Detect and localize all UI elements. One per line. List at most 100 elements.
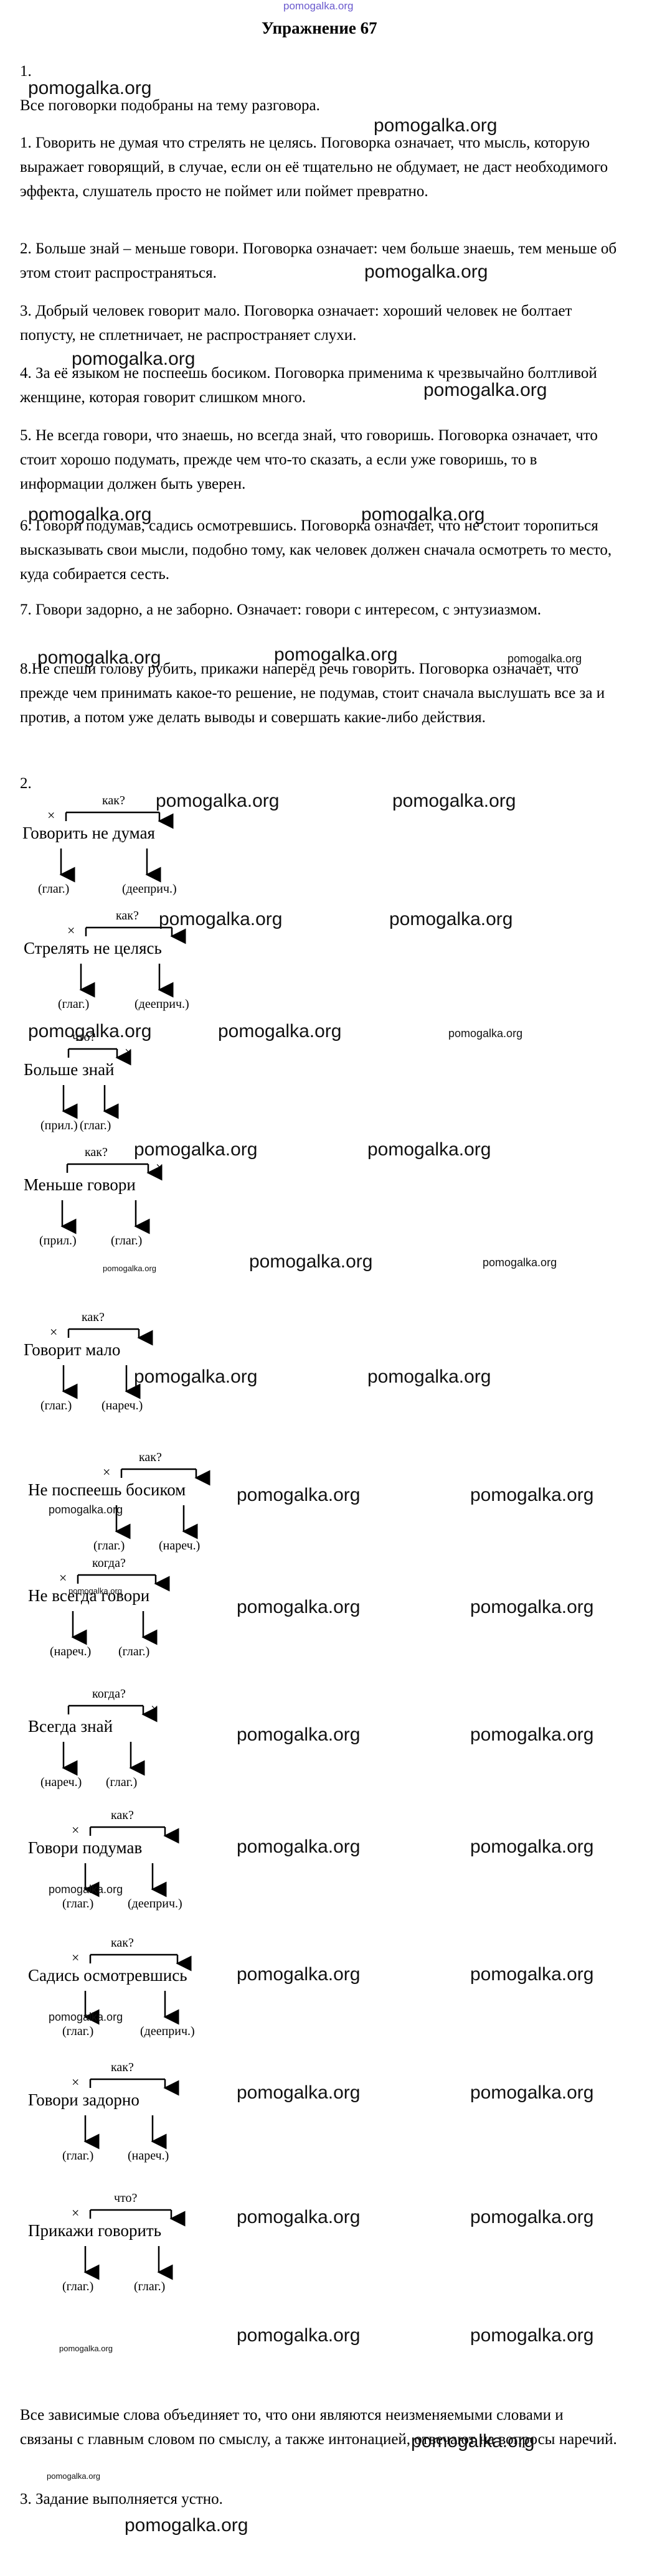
watermark: pomogalka.org (470, 1964, 594, 1985)
watermark: pomogalka.org (411, 2431, 535, 2451)
main-word-mark: × (72, 1822, 80, 1838)
main-word-mark: × (156, 1159, 164, 1175)
watermark: pomogalka.org (237, 2325, 361, 2346)
watermark: pomogalka.org (156, 791, 280, 811)
watermark: pomogalka.org (392, 791, 516, 811)
site-watermark-top: pomogalka.org (283, 0, 354, 12)
main-word-mark: × (47, 807, 55, 823)
diagram-question: как? (111, 1936, 134, 1950)
watermark: pomogalka.org (59, 2344, 113, 2353)
part-of-speech-label: (глаг.) (93, 1539, 125, 1553)
part-of-speech-label: (глаг.) (118, 1645, 150, 1658)
part-of-speech-label: (дееприч.) (135, 997, 189, 1011)
watermark: pomogalka.org (249, 1251, 373, 1272)
watermark: pomogalka.org (237, 2207, 361, 2227)
watermark: pomogalka.org (364, 261, 488, 282)
main-word-mark: × (72, 2074, 80, 2090)
watermark: pomogalka.org (483, 1256, 557, 1269)
diagram-phrase: Говорит мало (24, 1340, 121, 1359)
watermark: pomogalka.org (237, 1597, 361, 1617)
proverb-item-6: 6. Говори подумав, садись осмотревшись. … (20, 517, 612, 583)
part-of-speech-label: (глаг.) (111, 1234, 143, 1248)
watermark: pomogalka.org (125, 2515, 248, 2536)
watermark: pomogalka.org (367, 1366, 491, 1387)
watermark: pomogalka.org (470, 2082, 594, 2103)
main-word-mark: × (125, 1044, 133, 1060)
diagram-phrase: Говори задорно (28, 2090, 139, 2109)
watermark: pomogalka.org (237, 1724, 361, 1745)
watermark: pomogalka.org (389, 909, 513, 929)
main-word-mark: × (151, 1701, 159, 1716)
diagram-question: что? (114, 2191, 138, 2205)
proverb-item-3: 3. Добрый человек говорит мало. Поговорк… (20, 303, 572, 344)
diagram-phrase: Прикажи говорить (28, 2221, 162, 2240)
diagram-question: когда? (92, 1687, 126, 1701)
watermark: pomogalka.org (367, 1139, 491, 1160)
watermark: pomogalka.org (49, 1503, 123, 1516)
watermark: pomogalka.org (470, 1724, 594, 1745)
part-of-speech-label: (прил.) (39, 1234, 77, 1248)
part-of-speech-label: (дееприч.) (140, 2024, 195, 2038)
main-word-mark: × (103, 1464, 111, 1480)
watermark: pomogalka.org (28, 1021, 152, 1041)
proverb-item-8: 8.Не спеши голову рубить, прикажи наперё… (20, 660, 605, 726)
proverb-item-2: 2. Больше знай – меньше говори. Поговорк… (20, 240, 617, 281)
main-word-mark: × (50, 1324, 58, 1340)
diagram-question: как? (111, 1808, 134, 1822)
diagram-question: как? (82, 1310, 105, 1324)
diagram-phrase: Меньше говори (24, 1175, 136, 1194)
watermark: pomogalka.org (470, 1485, 594, 1505)
diagram-phrase: Всегда знай (28, 1717, 113, 1736)
watermark: pomogalka.org (237, 2082, 361, 2103)
part-of-speech-label: (глаг.) (134, 2280, 166, 2293)
watermark: pomogalka.org (68, 1586, 122, 1596)
diagram-question: когда? (92, 1556, 126, 1570)
diagram-phrase: Не поспеешь босиком (28, 1480, 186, 1499)
watermark: pomogalka.org (49, 1883, 123, 1896)
part2-number: 2. (20, 775, 32, 792)
main-word-mark: × (67, 923, 75, 938)
diagram-phrase: Садись осмотревшись (28, 1966, 187, 1985)
watermark: pomogalka.org (470, 1836, 594, 1857)
part-of-speech-label: (глаг.) (58, 997, 90, 1011)
diagram-question: как? (85, 1145, 108, 1159)
watermark: pomogalka.org (103, 1264, 156, 1273)
main-word-mark: × (72, 1950, 80, 1965)
part-of-speech-label: (нареч.) (102, 1399, 143, 1413)
watermark: pomogalka.org (237, 1836, 361, 1857)
diagram-phrase: Говори подумав (28, 1838, 143, 1857)
main-word-mark: × (72, 2205, 80, 2221)
watermark: pomogalka.org (72, 349, 196, 369)
watermark: pomogalka.org (237, 1485, 361, 1505)
part-of-speech-label: (глаг.) (40, 1399, 72, 1413)
watermark: pomogalka.org (470, 2325, 594, 2346)
proverb-item-1: 1. Говорить не думая что стрелять не цел… (20, 134, 608, 200)
watermark: pomogalka.org (37, 647, 161, 668)
diagram-question: как? (139, 1450, 162, 1464)
part-of-speech-label: (глаг.) (80, 1119, 111, 1132)
part-of-speech-label: (дееприч.) (122, 882, 177, 896)
watermark: pomogalka.org (448, 1027, 523, 1040)
part-of-speech-label: (глаг.) (38, 882, 70, 896)
watermark: pomogalka.org (274, 644, 398, 665)
watermark: pomogalka.org (28, 504, 152, 525)
watermark: pomogalka.org (218, 1021, 342, 1041)
watermark: pomogalka.org (28, 78, 152, 98)
part3-text: 3. Задание выполняется устно. (20, 2491, 223, 2508)
part-of-speech-label: (глаг.) (62, 1897, 94, 1911)
diagram-question: как? (111, 2061, 134, 2074)
diagram-question: как? (116, 909, 139, 923)
watermark: pomogalka.org (361, 504, 485, 525)
part-of-speech-label: (глаг.) (62, 2149, 94, 2163)
watermark: pomogalka.org (470, 2207, 594, 2227)
part-of-speech-label: (глаг.) (106, 1775, 138, 1789)
diagram-phrase: Не всегда говори (28, 1586, 150, 1605)
watermark: pomogalka.org (237, 1964, 361, 1985)
part-of-speech-label: (глаг.) (62, 2280, 94, 2293)
diagram-phrase: Стрелять не целясь (24, 939, 162, 957)
watermark: pomogalka.org (47, 2471, 100, 2481)
proverb-item-4: 4. За её языком не поспеешь босиком. Пог… (20, 365, 597, 406)
part-of-speech-label: (нареч.) (128, 2149, 169, 2163)
proverb-item-5: 5. Не всегда говори, что знаешь, но всег… (20, 427, 598, 492)
